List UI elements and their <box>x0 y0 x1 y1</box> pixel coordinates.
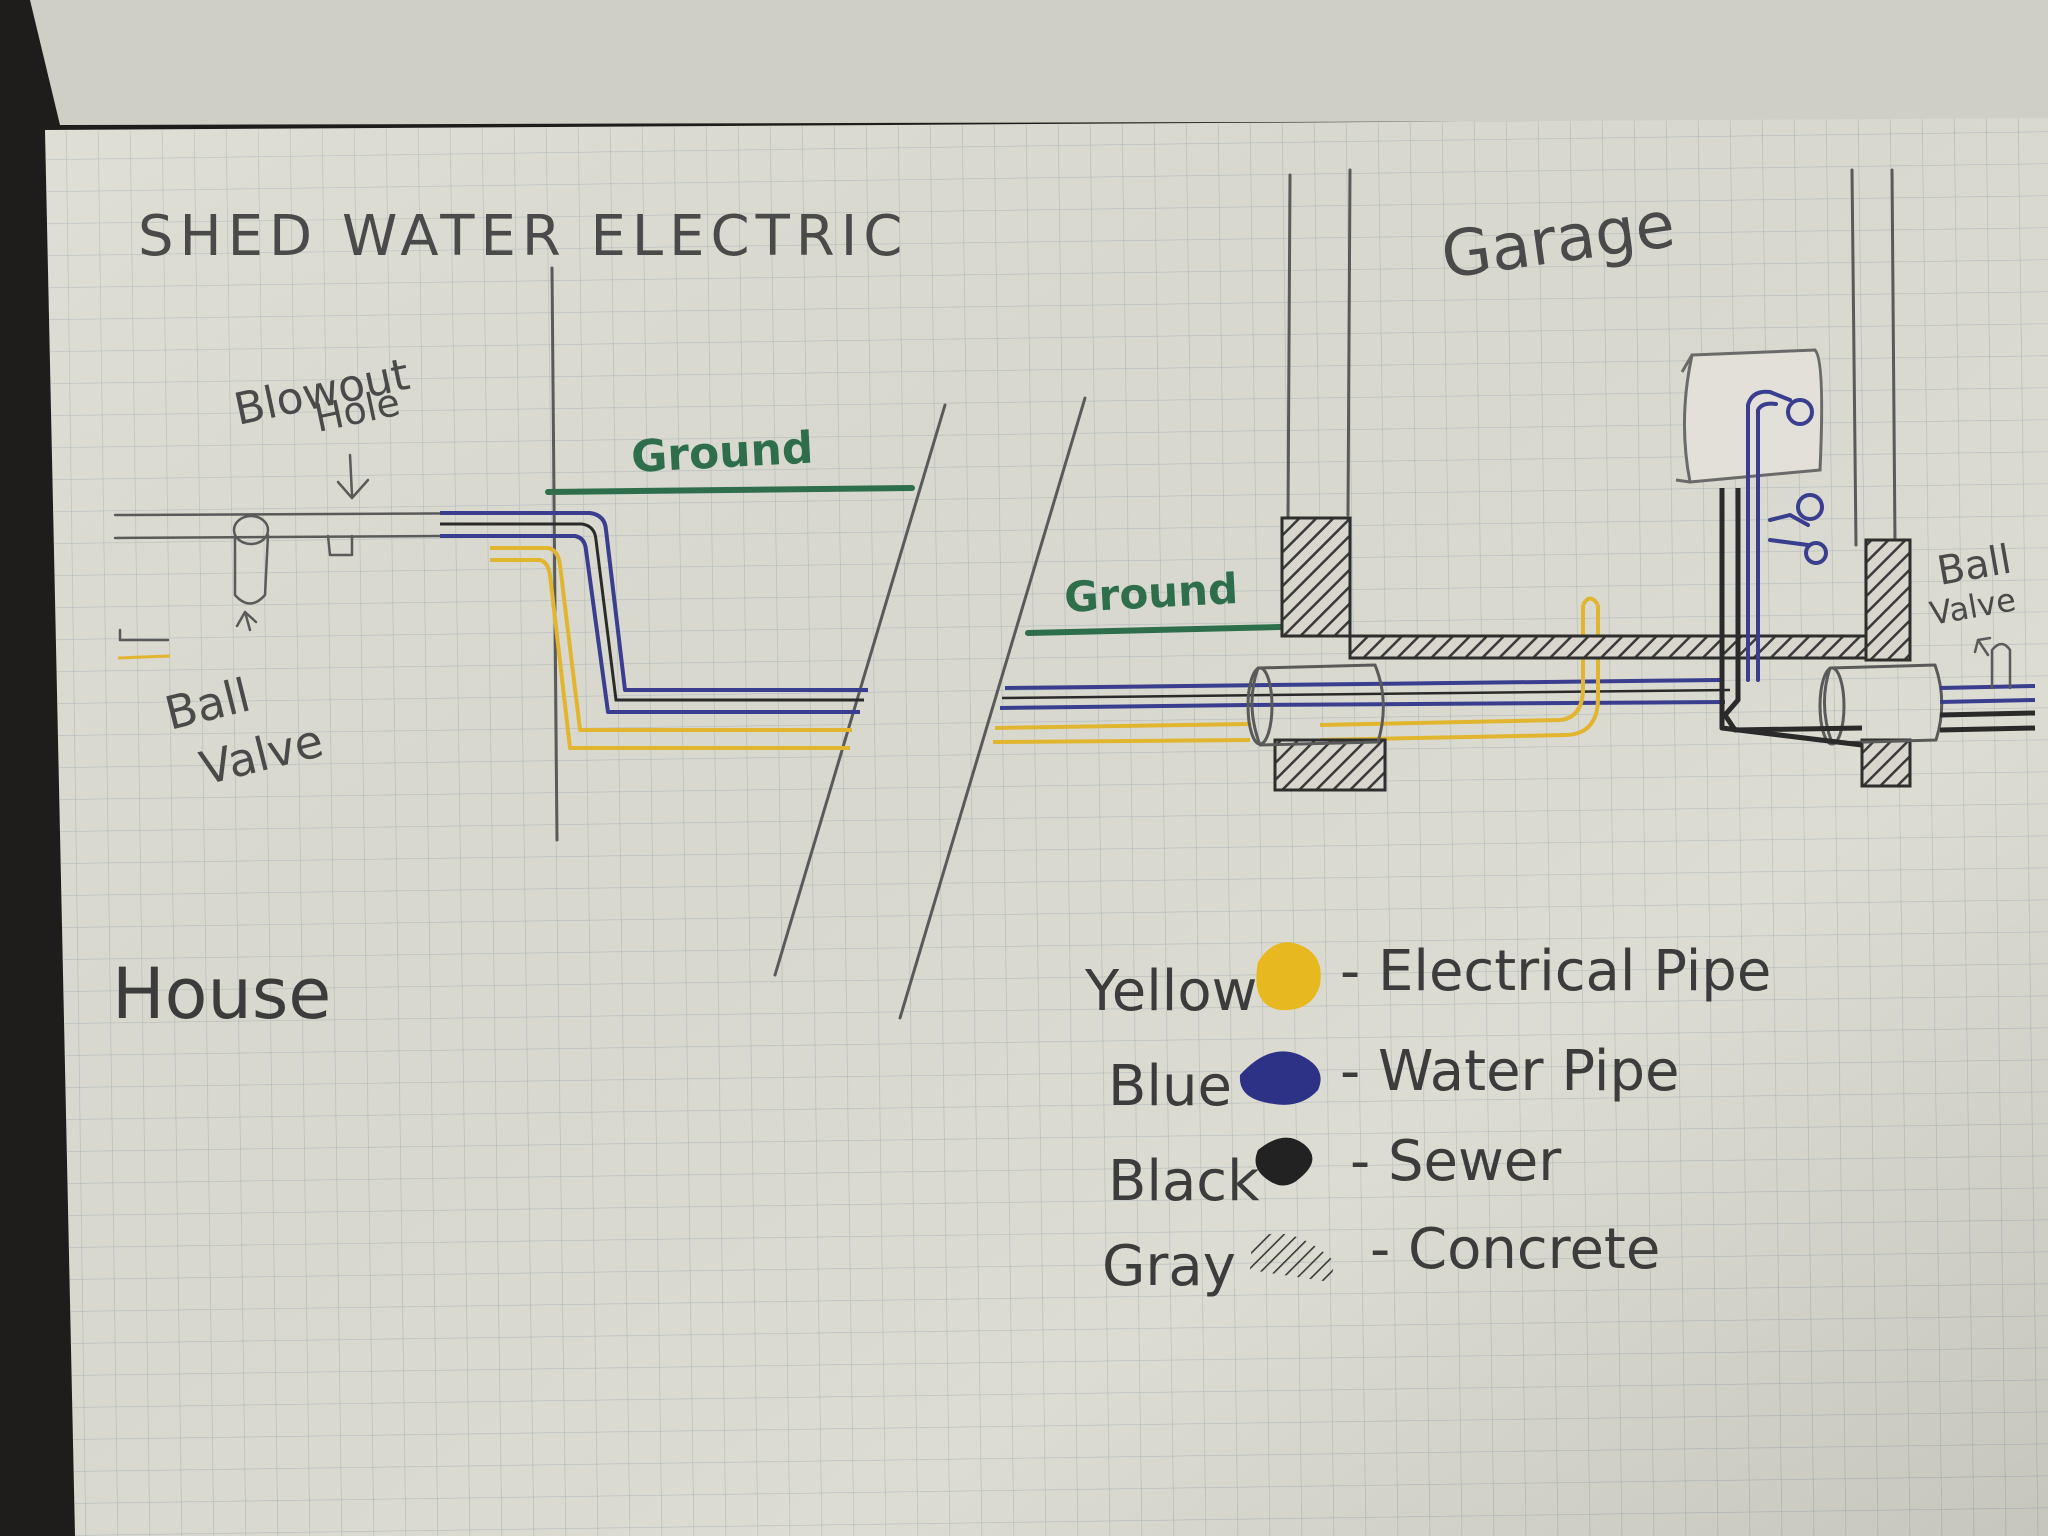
legend-swatch-black <box>1255 1137 1313 1186</box>
water-pipe-left <box>440 511 868 714</box>
blowout-hole-arrow <box>336 453 370 500</box>
legend-description: - Sewer <box>1350 1129 1562 1194</box>
legend: Yellow - Electrical Pipe Blue - Water Pi… <box>1084 939 1771 1299</box>
legend-item-water: Blue - Water Pipe <box>1108 1039 1679 1119</box>
legend-description: - Water Pipe <box>1340 1039 1679 1104</box>
water-to-shed-right <box>1939 684 2036 704</box>
previous-page-edge <box>30 0 2048 125</box>
pipes-right <box>992 596 1731 744</box>
ball-valve-right <box>1973 636 2012 690</box>
house-label: House <box>112 953 331 1035</box>
ground-line-left <box>545 485 915 495</box>
ground-label-left: Ground <box>630 423 815 483</box>
ground-line-right <box>1025 624 1283 636</box>
legend-color-name: Black <box>1108 1149 1260 1214</box>
page-shading <box>45 118 2048 1536</box>
faucet-pipes <box>1746 389 1828 682</box>
legend-description: - Concrete <box>1370 1217 1660 1282</box>
electrical-pipe-left <box>490 546 852 750</box>
legend-item-concrete: Gray - Concrete <box>1102 1217 1660 1299</box>
house-water-line <box>113 511 547 642</box>
legend-color-name: Yellow <box>1084 959 1257 1024</box>
legend-swatch-yellow <box>1256 942 1321 1011</box>
sewer-riser-right <box>1719 488 2036 748</box>
legend-swatch-blue <box>1239 1051 1321 1105</box>
legend-item-electrical: Yellow - Electrical Pipe <box>1084 939 1771 1024</box>
legend-swatch-gray <box>1250 1233 1335 1282</box>
house-electrical-stub <box>117 654 171 660</box>
ball-valve-left <box>235 610 258 632</box>
legend-item-sewer: Black - Sewer <box>1108 1129 1562 1214</box>
sewer-pipe-left <box>440 522 864 702</box>
legend-color-name: Gray <box>1102 1234 1236 1299</box>
legend-description: - Electrical Pipe <box>1340 939 1771 1004</box>
diagram-title: SHED WATER ELECTRIC <box>138 204 908 269</box>
legend-color-name: Blue <box>1108 1054 1232 1119</box>
ground-label-right: Ground <box>1063 564 1239 622</box>
utility-sink <box>1675 348 1824 484</box>
conduit-sleeves <box>1246 663 1944 747</box>
